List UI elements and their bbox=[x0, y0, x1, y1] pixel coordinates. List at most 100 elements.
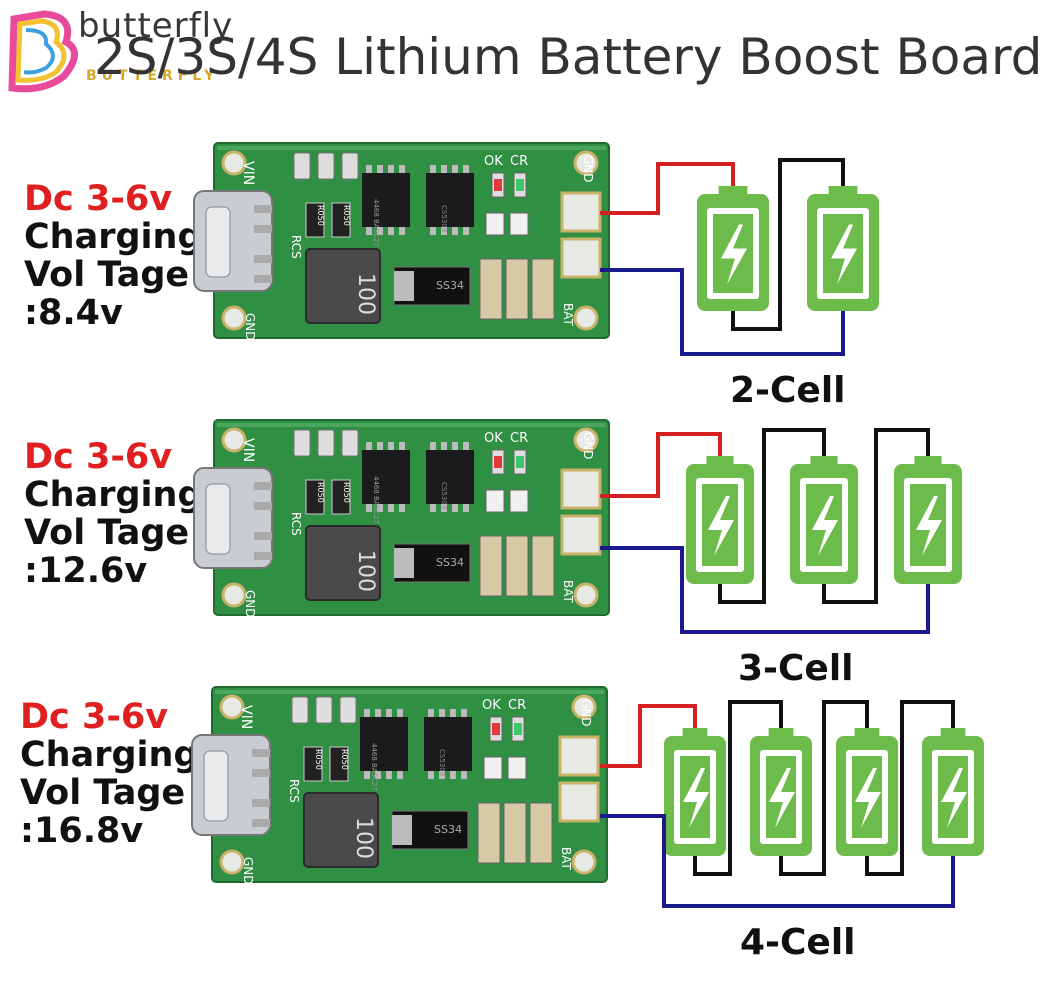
battery-cell-icon bbox=[697, 186, 769, 311]
output-capacitor bbox=[505, 258, 529, 320]
inductor bbox=[305, 525, 381, 601]
lightning-bolt-icon bbox=[812, 496, 838, 556]
lightning-bolt-icon bbox=[683, 768, 709, 828]
battery-cell-icon bbox=[807, 186, 879, 311]
bat-plus-pad bbox=[560, 468, 602, 510]
bat-silk-label: BAT bbox=[559, 847, 573, 871]
ic-chip-driver bbox=[362, 173, 410, 227]
bat-minus-pad bbox=[558, 781, 600, 823]
mounting-hole bbox=[571, 849, 597, 875]
mounting-hole bbox=[221, 427, 247, 453]
inductor bbox=[305, 248, 381, 324]
vol-tage-label: Vol Tage bbox=[20, 773, 186, 813]
battery-cell-icon bbox=[750, 728, 812, 856]
resistor-label: R050 bbox=[342, 482, 351, 503]
bat-minus-pad bbox=[560, 514, 602, 556]
battery-cell-icon bbox=[686, 456, 754, 584]
input-voltage-label: Dc 3-6v bbox=[24, 437, 173, 477]
output-voltage-label: :16.8v bbox=[20, 811, 144, 851]
positive-wire bbox=[600, 432, 722, 498]
mounting-hole bbox=[219, 694, 245, 720]
series-link-wire bbox=[865, 700, 955, 876]
smd-capacitor bbox=[339, 696, 357, 724]
cell-count-label-2: 2-Cell bbox=[730, 370, 846, 411]
battery-cell-icon bbox=[790, 456, 858, 584]
mounting-hole bbox=[221, 305, 247, 331]
cr-led-label: CR bbox=[510, 154, 528, 169]
series-link-wire bbox=[779, 700, 869, 876]
smd-capacitor bbox=[293, 152, 311, 180]
ic-marking: CS5303 bbox=[440, 482, 448, 509]
lightning-bolt-icon bbox=[941, 768, 967, 828]
spec-block-4s: Dc 3-6v Charging Vol Tage :16.8v bbox=[20, 698, 199, 850]
inductor-label: 100 bbox=[353, 273, 378, 315]
vin-silk-label: VIN bbox=[240, 161, 256, 185]
positive-wire bbox=[600, 704, 697, 768]
negative-wire bbox=[600, 546, 930, 634]
ic-marking: 4468 BASC27 bbox=[372, 476, 380, 524]
mounting-hole bbox=[573, 305, 599, 331]
current-sense-resistor bbox=[305, 479, 325, 515]
diode-label: SS34 bbox=[434, 823, 462, 836]
ic-marking: CS5303 bbox=[440, 205, 448, 232]
gnd-silk-label: GND bbox=[579, 699, 593, 727]
battery-cell-icon bbox=[922, 728, 984, 856]
vin-silk-label: VIN bbox=[240, 438, 256, 462]
resistor-label: R050 bbox=[316, 482, 325, 503]
charging-label: Charging bbox=[20, 735, 199, 775]
mounting-hole bbox=[221, 582, 247, 608]
lightning-bolt-icon bbox=[708, 496, 734, 556]
gnd-silk-label: GND bbox=[243, 313, 257, 341]
lightning-bolt-icon bbox=[916, 496, 942, 556]
bat-plus-pad bbox=[558, 735, 600, 777]
smd-capacitor bbox=[317, 152, 335, 180]
diode-label: SS34 bbox=[436, 556, 464, 569]
vin-silk-label: VIN bbox=[238, 705, 254, 729]
input-voltage-label: Dc 3-6v bbox=[24, 179, 173, 219]
output-capacitor bbox=[531, 535, 555, 597]
mounting-hole bbox=[573, 427, 599, 453]
bat-plus-pad bbox=[560, 191, 602, 233]
ic-marking: CS5303 bbox=[438, 749, 446, 776]
output-capacitor bbox=[477, 802, 501, 864]
diode-label: SS34 bbox=[436, 279, 464, 292]
vol-tage-label: Vol Tage bbox=[24, 255, 190, 295]
output-capacitor bbox=[503, 802, 527, 864]
bat-minus-pad bbox=[560, 237, 602, 279]
smd-capacitor bbox=[341, 152, 359, 180]
output-capacitor bbox=[479, 258, 503, 320]
cell-count-label-4: 4-Cell bbox=[740, 922, 856, 963]
battery-cell-icon bbox=[664, 728, 726, 856]
bat-silk-label: BAT bbox=[561, 303, 575, 327]
ok-led-label: OK bbox=[482, 698, 501, 713]
lightning-bolt-icon bbox=[721, 224, 747, 285]
cr-led-label: CR bbox=[508, 698, 526, 713]
lightning-bolt-icon bbox=[769, 768, 795, 828]
ok-led-label: OK bbox=[484, 431, 503, 446]
mounting-hole bbox=[219, 849, 245, 875]
cr-led-label: CR bbox=[510, 431, 528, 446]
page-title: 2S/3S/4S Lithium Battery Boost Board bbox=[94, 28, 1042, 86]
rcs-silk-label: RCS bbox=[289, 235, 303, 259]
charging-label: Charging bbox=[24, 475, 203, 515]
negative-wire bbox=[600, 268, 845, 356]
bat-silk-label: BAT bbox=[561, 580, 575, 604]
current-sense-resistor bbox=[305, 202, 325, 238]
positive-wire bbox=[600, 162, 735, 215]
smd-capacitor bbox=[291, 696, 309, 724]
ic-chip-driver bbox=[360, 717, 408, 771]
ok-led-label: OK bbox=[484, 154, 503, 169]
ic-marking: 4468 BASC27 bbox=[370, 743, 378, 791]
ic-chip-driver bbox=[362, 450, 410, 504]
butterfly-logo-icon bbox=[8, 10, 78, 93]
rcs-silk-label: RCS bbox=[287, 779, 301, 803]
ic-chip-charger bbox=[426, 450, 474, 504]
mounting-hole bbox=[573, 582, 599, 608]
battery-cell-icon bbox=[894, 456, 962, 584]
series-link-wire bbox=[822, 428, 930, 604]
vol-tage-label: Vol Tage bbox=[24, 513, 190, 553]
output-voltage-label: :8.4v bbox=[24, 293, 123, 333]
